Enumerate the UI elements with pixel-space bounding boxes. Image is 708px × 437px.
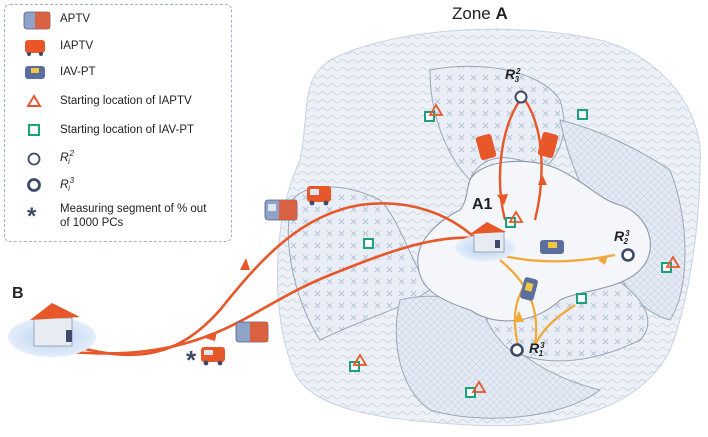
zone-title-letter: A bbox=[495, 4, 508, 23]
legend-r3-sup: 3 bbox=[69, 176, 75, 185]
node-r1-bottom-base: R bbox=[529, 340, 540, 356]
node-r1-bottom-label: R31 bbox=[529, 340, 548, 358]
arrow-head-r3-down bbox=[497, 194, 508, 205]
node-r3-top bbox=[514, 90, 528, 104]
legend-r3-sub: i bbox=[68, 184, 70, 193]
house-icon-b bbox=[30, 303, 80, 347]
start-iaptv-5 bbox=[471, 380, 487, 393]
node-r2-right-sup: 3 bbox=[625, 229, 630, 238]
legend-triangle-icon bbox=[26, 94, 42, 107]
route-a1-to-b bbox=[69, 236, 476, 355]
iaptv-vehicle-icon-upper bbox=[307, 186, 331, 206]
start-iaptv-4 bbox=[352, 353, 368, 366]
start-iaptv-3 bbox=[665, 255, 681, 268]
node-r1-bottom-sub: 1 bbox=[538, 349, 544, 358]
route-a1-r3-right bbox=[524, 99, 543, 221]
legend-label-measuring: Measuring segment of % out of 1000 PCs bbox=[60, 203, 207, 229]
house-icon-a1 bbox=[470, 222, 506, 253]
legend-label-aptv: APTV bbox=[60, 13, 91, 25]
legend-label-start-iavpt: Starting location of IAV-PT bbox=[60, 124, 195, 136]
start-iavpt-7 bbox=[349, 361, 360, 372]
node-b-label: B bbox=[12, 285, 24, 302]
legend-iaptv-vehicle-icon bbox=[25, 40, 45, 56]
legend-iavpt-vehicle-icon bbox=[25, 66, 45, 79]
iavpt-vehicle-icon-center bbox=[540, 240, 564, 254]
aptv-bus-icon-lower bbox=[235, 321, 269, 343]
iaptv-vehicle-icon-r3-left bbox=[475, 134, 497, 160]
node-r3-top-label: R23 bbox=[505, 66, 524, 84]
legend-label-iaptv: IAPTV bbox=[60, 40, 94, 52]
start-iaptv-2 bbox=[508, 210, 524, 223]
legend-box bbox=[4, 4, 232, 242]
measuring-asterisk-icon: * bbox=[186, 345, 197, 375]
zone-title: Zone A bbox=[452, 4, 508, 24]
legend-ring-thick-icon bbox=[27, 178, 41, 192]
iaptv-vehicle-icon-lower bbox=[201, 347, 225, 366]
node-r2-right-base: R bbox=[614, 228, 625, 244]
legend-label-start-iaptv: Starting location of IAPTV bbox=[60, 95, 192, 107]
node-r2-right-sub: 2 bbox=[623, 237, 629, 246]
legend-label-r2: R2i bbox=[60, 149, 75, 166]
node-r3-top-sub: 3 bbox=[514, 75, 520, 84]
legend-square-icon bbox=[28, 124, 40, 136]
legend-asterisk-icon: * bbox=[27, 203, 37, 230]
legend-r2-sup: 2 bbox=[69, 149, 75, 158]
legend-label-iavpt: IAV-PT bbox=[60, 66, 96, 78]
route-b-to-a1 bbox=[69, 202, 476, 357]
legend-label-r3: R3i bbox=[60, 176, 75, 193]
hub-a1-label: A1 bbox=[472, 196, 493, 213]
node-r1-bottom bbox=[510, 343, 524, 357]
iaptv-vehicle-icon-r3-right bbox=[537, 132, 559, 158]
start-iavpt-6 bbox=[576, 293, 587, 304]
route-iavpt-r2 bbox=[499, 253, 616, 263]
zone-title-prefix: Zone bbox=[452, 4, 496, 23]
arrow-head-r1 bbox=[514, 311, 524, 322]
start-iavpt-2 bbox=[577, 109, 588, 120]
legend-r3-base: R bbox=[60, 177, 69, 191]
start-iavpt-1 bbox=[424, 111, 435, 122]
legend-aptv-bus-icon bbox=[23, 11, 51, 30]
node-r3-top-base: R bbox=[505, 66, 516, 82]
legend-r2-base: R bbox=[60, 150, 69, 164]
node-r2-right-label: R32 bbox=[614, 228, 633, 246]
route-iavpt-sq bbox=[533, 304, 576, 346]
aptv-bus-icon-upper bbox=[264, 199, 298, 221]
start-iavpt-3 bbox=[363, 238, 374, 249]
node-r3-top-sup: 2 bbox=[516, 67, 521, 76]
node-r1-bottom-sup: 3 bbox=[540, 341, 545, 350]
arrow-head-up bbox=[240, 258, 250, 270]
route-a1-r3-left bbox=[498, 99, 521, 221]
iavpt-vehicle-icon-south bbox=[520, 277, 538, 301]
start-iaptv-1 bbox=[428, 103, 444, 116]
legend-r2-sub: i bbox=[68, 157, 70, 166]
arrow-head-left bbox=[205, 331, 217, 341]
arrow-head-r2 bbox=[598, 255, 608, 265]
node-r2-right bbox=[621, 248, 635, 262]
core-region bbox=[417, 160, 651, 322]
arrow-head-r3-up bbox=[538, 174, 547, 185]
legend-ring-thin-icon bbox=[27, 152, 41, 166]
